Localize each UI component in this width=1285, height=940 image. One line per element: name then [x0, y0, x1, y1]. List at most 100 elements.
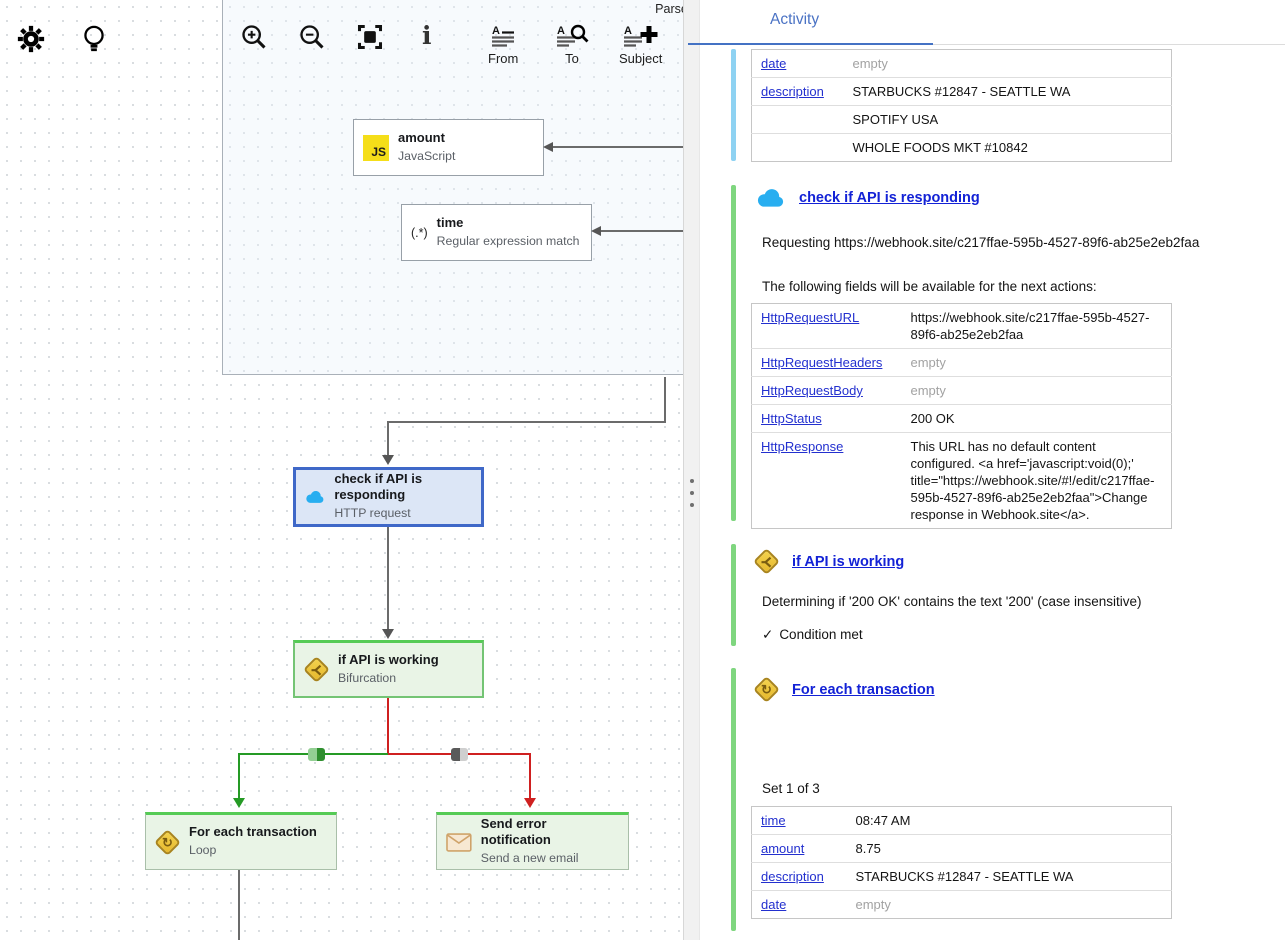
add-to-field-button[interactable]: A To [555, 24, 589, 66]
table-row: HttpRequestURL https://webhook.site/c217… [752, 304, 1172, 349]
field-value: empty [852, 56, 888, 71]
node-title: check if API is responding [334, 471, 423, 503]
connector-check-to-if [387, 527, 389, 629]
field-link[interactable]: HttpRequestURL [761, 310, 860, 325]
condition-result: ✓Condition met [762, 627, 863, 642]
branch-enabled-toggle-gray[interactable] [451, 748, 468, 761]
table-row: HttpStatus 200 OK [751, 404, 1172, 433]
field-value: empty [901, 348, 1172, 377]
branch-red-vertical [529, 753, 531, 798]
node-title: time [436, 214, 464, 230]
to-label: To [565, 51, 579, 66]
node-check-api[interactable]: check if API is responding HTTP request [293, 467, 484, 527]
panel-splitter[interactable] [683, 0, 700, 940]
node-if-api-working[interactable]: if API is working Bifurcation [293, 640, 484, 698]
field-value: STARBUCKS #12847 - SEATTLE WA [843, 77, 1172, 106]
table-row: description STARBUCKS #12847 - SEATTLE W… [751, 77, 1172, 106]
field-value: empty [846, 890, 1172, 919]
subject-label: Subject [619, 51, 663, 66]
field-link[interactable]: description [761, 84, 824, 99]
fields-intro-text: The following fields will be available f… [762, 279, 1097, 294]
table-row: WHOLE FOODS MKT #10842 [751, 133, 1172, 162]
arrowhead-if [382, 629, 394, 639]
field-link[interactable]: date [761, 56, 787, 71]
zoom-in-button[interactable] [240, 23, 268, 51]
node-send-error-notification[interactable]: Send error notification Send a new email [436, 812, 629, 870]
node-title: if API is working [338, 651, 439, 667]
connector-elbow-v1 [664, 377, 666, 423]
activity-panel: Activity date empty description STARBUCK… [688, 0, 1285, 940]
node-for-each-transaction[interactable]: ↻ For each transaction Loop [145, 812, 337, 870]
node-amount[interactable]: JS amount JavaScript [353, 119, 544, 176]
zoom-out-button[interactable] [298, 23, 326, 51]
arrowhead-amount [543, 142, 553, 152]
transaction-fields-table: time 08:47 AM amount 8.75 description ST… [751, 806, 1172, 919]
section-accent-bar [731, 185, 736, 521]
loop-icon: ↻ [753, 676, 780, 703]
parsed-fields-table: date empty description STARBUCKS #12847 … [751, 49, 1172, 162]
field-link[interactable]: description [761, 869, 824, 884]
table-row: HttpRequestHeaders empty [751, 348, 1172, 377]
javascript-icon: JS [363, 134, 389, 161]
set-counter: Set 1 of 3 [762, 781, 820, 796]
svg-text:A: A [557, 25, 565, 37]
node-time[interactable]: (.*) time Regular expression match [401, 204, 592, 261]
field-link[interactable]: HttpRequestHeaders [761, 355, 883, 370]
tab-activity[interactable]: Activity [770, 11, 820, 28]
bifurcation-icon [753, 548, 780, 575]
connector-into-time [600, 230, 683, 232]
field-value: This URL has no default content configur… [901, 432, 1172, 529]
flow-canvas[interactable]: Parser [0, 0, 684, 940]
lightbulb-icon[interactable] [80, 24, 108, 61]
arrowhead-email [524, 798, 536, 808]
table-row: description STARBUCKS #12847 - SEATTLE W… [751, 862, 1172, 891]
node-subtitle: Bifurcation [338, 670, 397, 685]
field-link[interactable]: date [761, 897, 787, 912]
bifurcation-icon [303, 656, 330, 683]
table-row: HttpResponse This URL has no default con… [751, 432, 1172, 529]
table-row: HttpRequestBody empty [751, 376, 1172, 405]
field-link[interactable]: HttpStatus [761, 411, 822, 426]
field-link[interactable]: HttpRequestBody [761, 383, 863, 398]
field-value: 8.75 [846, 834, 1172, 863]
table-row: date empty [751, 890, 1172, 919]
node-subtitle: Send a new email [480, 851, 579, 866]
action-link-if-api-working[interactable]: if API is working [792, 553, 905, 570]
field-value: 200 OK [901, 404, 1172, 433]
action-link-for-each-transaction[interactable]: For each transaction [792, 681, 935, 698]
add-from-field-button[interactable]: A From [488, 24, 518, 66]
requesting-text: Requesting https://webhook.site/c217ffae… [762, 235, 1200, 250]
arrowhead-time [591, 226, 601, 236]
settings-gear-icon[interactable] [16, 24, 46, 59]
check-icon: ✓ [762, 627, 774, 642]
add-subject-field-button[interactable]: A Subject [619, 24, 662, 66]
node-subtitle: Regular expression match [436, 233, 580, 248]
table-row: amount 8.75 [751, 834, 1172, 863]
loop-icon: ↻ [154, 828, 181, 856]
parser-tab-label: Parser [655, 2, 683, 16]
regex-icon: (.*) [411, 225, 428, 240]
field-value: WHOLE FOODS MKT #10842 [843, 133, 1172, 162]
cloud-icon [306, 490, 324, 503]
section-accent-bar [731, 668, 736, 931]
branch-enabled-toggle-green[interactable] [308, 748, 325, 761]
field-link[interactable]: amount [761, 841, 805, 856]
connector-elbow-v2 [387, 421, 389, 455]
connector-into-amount [552, 146, 683, 148]
parser-subcanvas[interactable]: Parser [222, 0, 684, 375]
fit-to-screen-button[interactable] [356, 23, 384, 51]
cloud-icon [757, 189, 784, 207]
node-subtitle: Loop [189, 843, 217, 858]
field-link[interactable]: time [761, 813, 786, 828]
field-link[interactable]: HttpResponse [761, 439, 844, 454]
action-link-check-api[interactable]: check if API is responding [799, 190, 980, 206]
arrowhead-loop [233, 798, 245, 808]
splitter-handle-icon[interactable] [689, 479, 694, 507]
info-button[interactable]: i [422, 21, 432, 50]
node-subtitle: JavaScript [398, 148, 456, 163]
branch-green-vertical [238, 753, 240, 798]
field-value: 08:47 AM [855, 813, 911, 828]
http-fields-table: HttpRequestURL https://webhook.site/c217… [751, 303, 1172, 529]
svg-text:A: A [624, 25, 632, 37]
